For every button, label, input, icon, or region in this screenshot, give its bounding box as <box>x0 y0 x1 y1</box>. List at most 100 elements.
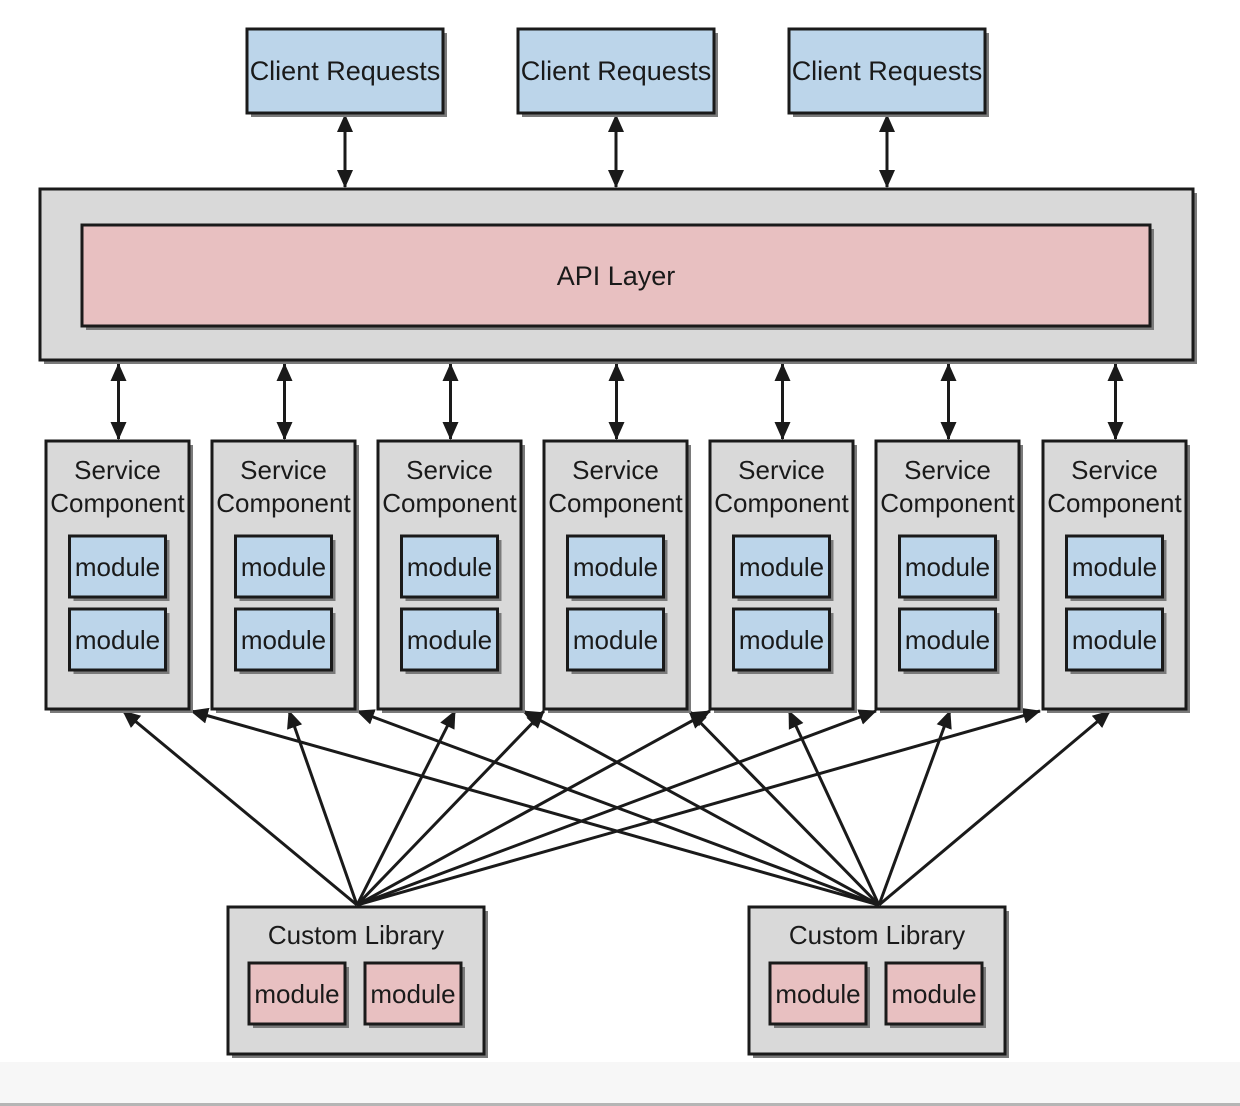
library-service-arrow <box>122 709 358 907</box>
service-module: module <box>898 607 1000 674</box>
service-component-title-line2: Component <box>50 488 185 518</box>
library-service-arrow <box>878 709 1111 907</box>
service-component-title-line1: Service <box>74 455 161 485</box>
library-module-body <box>884 961 984 1026</box>
module-label: module <box>370 979 455 1009</box>
service-module-body <box>68 607 167 672</box>
module-label: module <box>891 979 976 1009</box>
service-component-title-line2: Component <box>548 488 683 518</box>
api-layer-box: API Layer <box>80 223 1154 330</box>
service-component-title-line1: Service <box>904 455 991 485</box>
library-module-body <box>768 961 868 1026</box>
module-label: module <box>739 625 824 655</box>
service-module: module <box>68 607 170 674</box>
library-service-arrow <box>190 707 880 907</box>
service-module-body <box>898 534 997 599</box>
library-service-arrow <box>787 710 881 906</box>
service-module-body <box>400 534 499 599</box>
module-label: module <box>75 552 160 582</box>
boxes-layer: Client Requests Client Requests Client Req… <box>38 27 1197 1058</box>
api-layer-label: API Layer <box>557 261 676 291</box>
custom-library-label: Custom Library <box>789 920 965 950</box>
module-label: module <box>241 625 326 655</box>
api-layer-box-body <box>80 223 1152 328</box>
client-requests-label: Client Requests <box>792 56 983 86</box>
service-module-body <box>732 607 831 672</box>
service-component-title-line2: Component <box>1047 488 1182 518</box>
custom-library-1: Custom Library module module <box>226 905 488 1058</box>
service-component-title-line1: Service <box>240 455 327 485</box>
custom-library-label: Custom Library <box>268 920 444 950</box>
api-layer-container: API Layer <box>38 187 1197 364</box>
library-service-arrow <box>356 709 880 907</box>
module-label: module <box>905 625 990 655</box>
library-module: module <box>768 961 870 1028</box>
client-requests-box-3: Client Requests <box>787 27 989 117</box>
module-label: module <box>905 552 990 582</box>
client-requests-label: Client Requests <box>521 56 712 86</box>
module-label: module <box>254 979 339 1009</box>
module-label: module <box>407 625 492 655</box>
client-requests-box-1: Client Requests <box>245 27 447 117</box>
service-component-title-line2: Component <box>880 488 1015 518</box>
service-module: module <box>566 607 668 674</box>
service-module-body <box>234 534 333 599</box>
module-label: module <box>1072 625 1157 655</box>
service-module-body <box>566 534 665 599</box>
service-component-title-line1: Service <box>1071 455 1158 485</box>
service-module: module <box>732 534 834 601</box>
service-module: module <box>400 534 502 601</box>
service-component-title-line2: Component <box>216 488 351 518</box>
module-label: module <box>775 979 860 1009</box>
library-module-body <box>363 961 463 1026</box>
library-service-arrow <box>522 709 880 907</box>
library-module: module <box>247 961 349 1028</box>
library-module: module <box>363 961 465 1028</box>
arrows-layer <box>110 114 1124 907</box>
client-requests-box-2: Client Requests <box>516 27 718 117</box>
client-requests-box-1-body <box>245 27 445 115</box>
service-module: module <box>1065 607 1167 674</box>
service-module: module <box>234 534 336 601</box>
library-service-arrow <box>877 710 952 906</box>
module-label: module <box>75 625 160 655</box>
service-component-title-line2: Component <box>382 488 517 518</box>
service-component-title-line1: Service <box>406 455 493 485</box>
service-component-title-line1: Service <box>572 455 659 485</box>
service-module: module <box>1065 534 1167 601</box>
service-module-body <box>1065 607 1164 672</box>
library-service-arrow <box>355 710 457 906</box>
library-service-arrow <box>687 709 881 907</box>
service-module: module <box>68 534 170 601</box>
service-module-body <box>68 534 167 599</box>
service-module-body <box>898 607 997 672</box>
service-module: module <box>898 534 1000 601</box>
service-module-body <box>1065 534 1164 599</box>
module-label: module <box>739 552 824 582</box>
service-module-body <box>234 607 333 672</box>
service-module: module <box>234 607 336 674</box>
service-module-body <box>732 534 831 599</box>
service-module: module <box>400 607 502 674</box>
footer-band <box>0 1062 1240 1103</box>
module-label: module <box>241 552 326 582</box>
module-label: module <box>407 552 492 582</box>
service-module-body <box>566 607 665 672</box>
client-requests-label: Client Requests <box>250 56 441 86</box>
service-module: module <box>732 607 834 674</box>
module-label: module <box>1072 552 1157 582</box>
service-module: module <box>566 534 668 601</box>
footer-divider <box>0 1103 1240 1106</box>
custom-library-2: Custom Library module module <box>747 905 1009 1058</box>
service-module-body <box>400 607 499 672</box>
service-component-title-line2: Component <box>714 488 849 518</box>
module-label: module <box>573 625 658 655</box>
library-service-arrow <box>355 709 546 907</box>
library-module: module <box>884 961 986 1028</box>
